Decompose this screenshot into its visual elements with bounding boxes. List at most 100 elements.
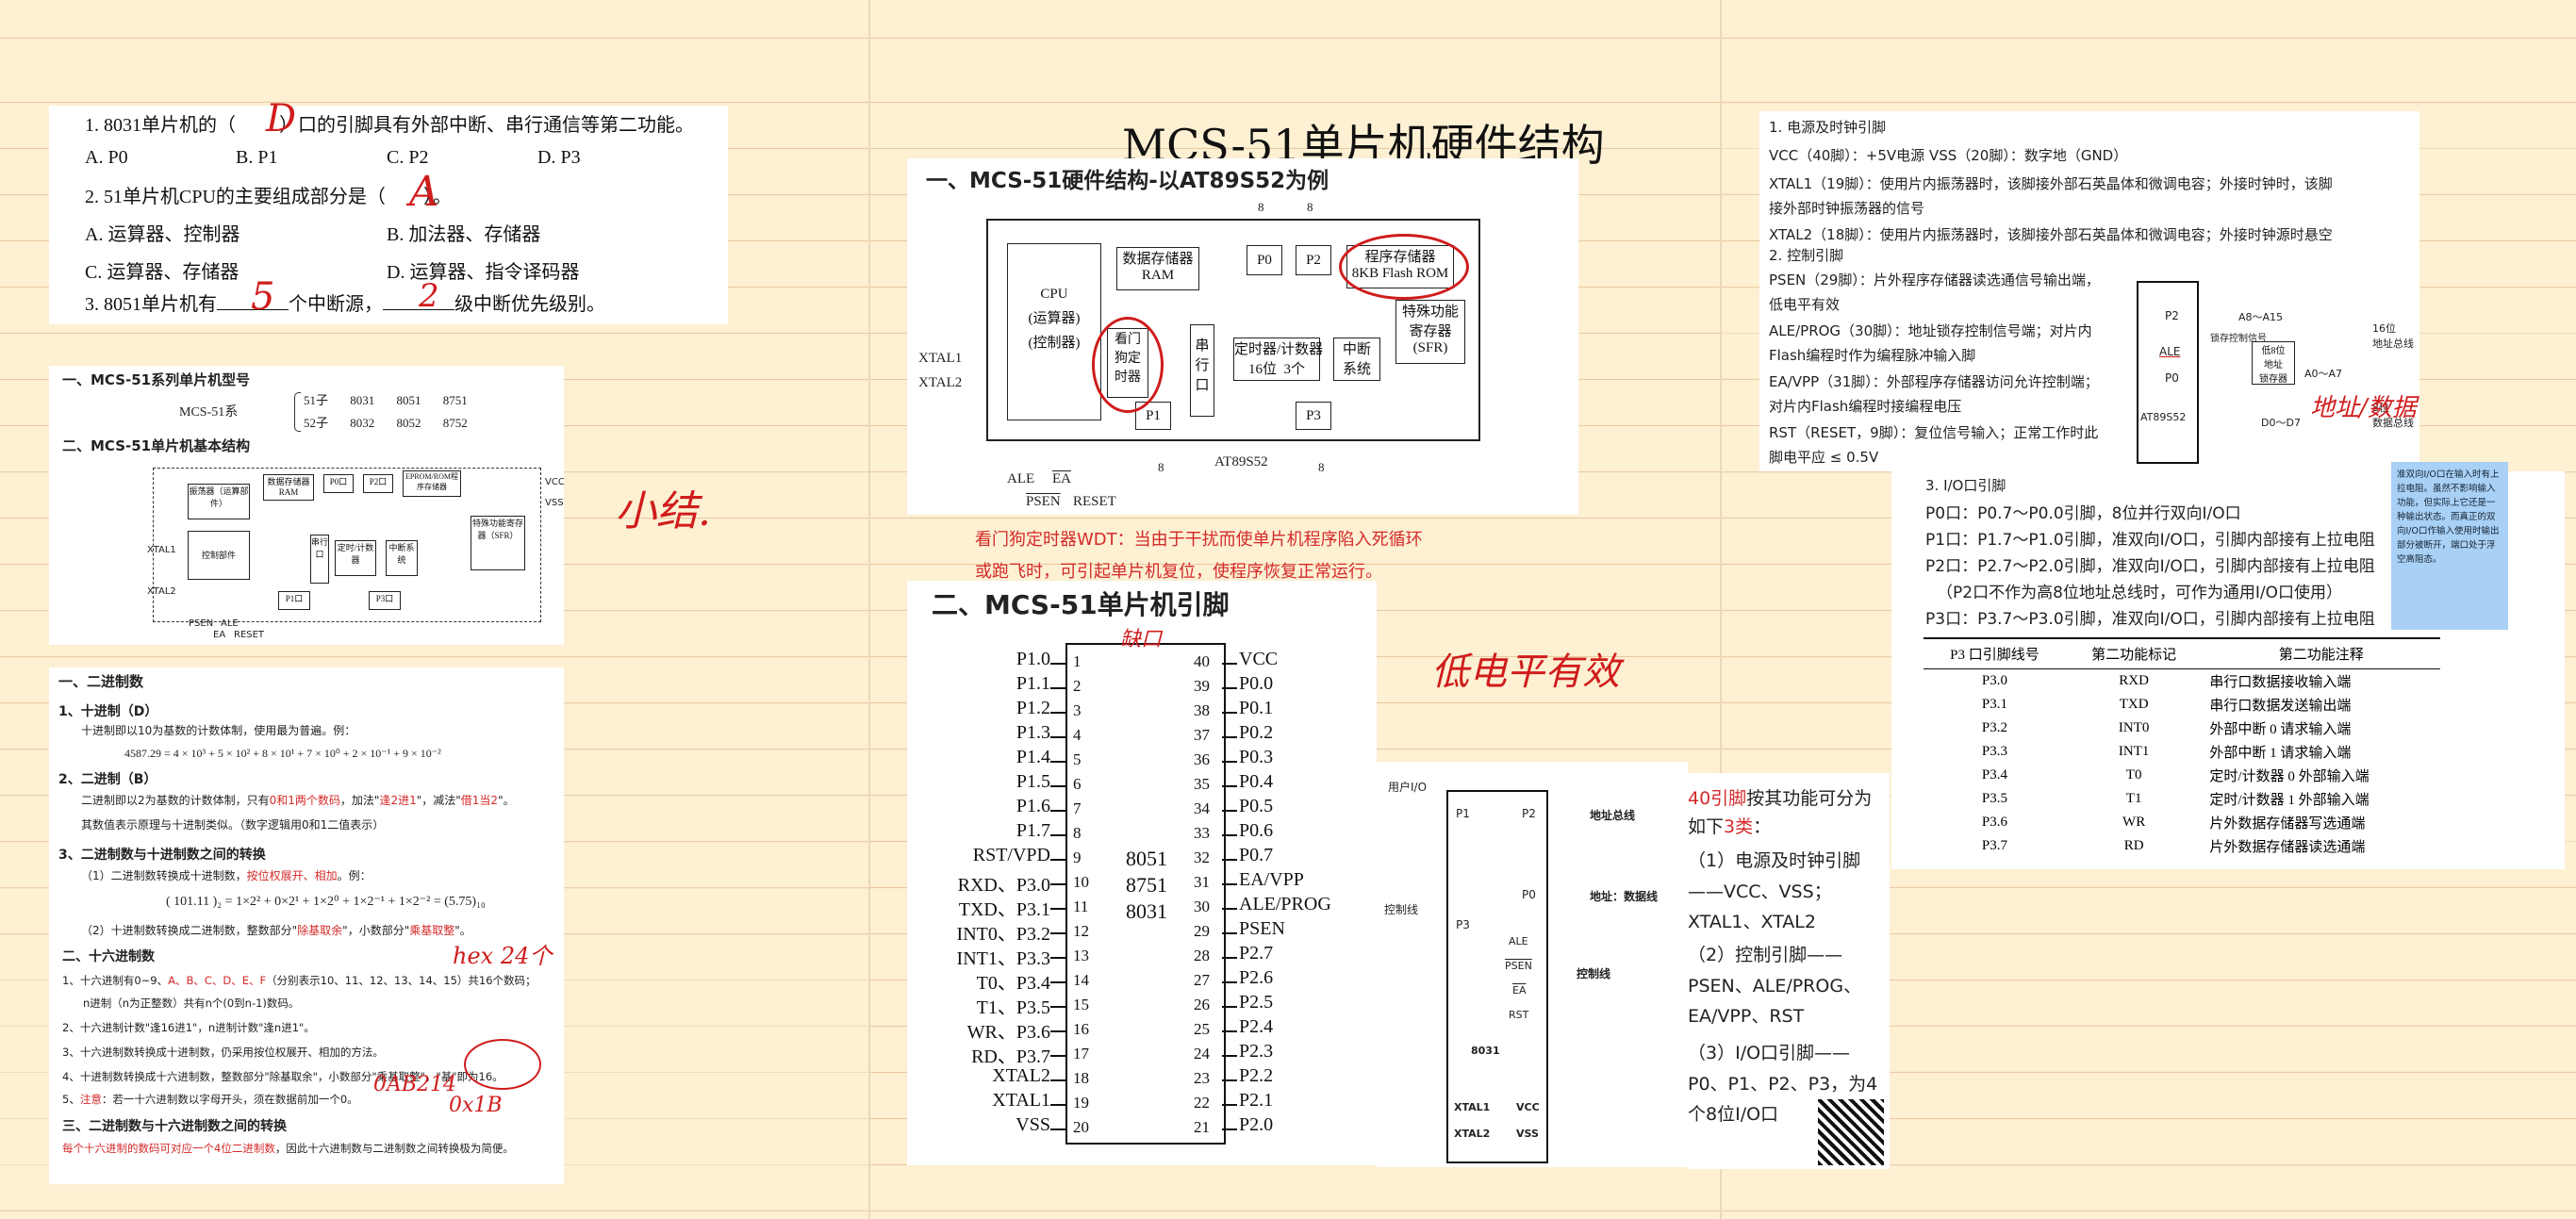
pin-left-lead xyxy=(1050,1055,1065,1057)
q3-text: 3. 8051单片机有 xyxy=(85,294,217,315)
pc-h2: 2. 控制引脚 xyxy=(1769,247,1844,264)
io-p3: P3口：P3.7～P3.0引脚，准双向I/O口，引脚内部接有上拉电阻 xyxy=(1925,610,2375,629)
pc-d-chip: AT89S52 xyxy=(2140,411,2187,423)
pin-left-label: T1、P3.5 xyxy=(976,997,1050,1018)
row2-0: 52子 xyxy=(304,416,329,430)
number-card: 一、二进制数 1、十进制（D） 十进制即以10为基数的计数体制，使用最为普遍。例… xyxy=(49,667,564,1184)
pin-left-label: INT1、P3.3 xyxy=(956,948,1050,969)
pin-right-number: 30 xyxy=(1194,898,1210,915)
q2-text: 2. 51单片机CPU的主要组成部分是（ xyxy=(85,187,386,207)
p3-table-cell: RXD xyxy=(2119,673,2149,688)
pin-right-lead xyxy=(1222,1030,1237,1032)
pin-left-number: 7 xyxy=(1073,799,1082,817)
pin-left-label: WR、P3.6 xyxy=(966,1022,1050,1043)
pin-right-lead xyxy=(1222,957,1237,959)
pc-d-p0: P0 xyxy=(2165,371,2179,385)
pin-right-label: P2.6 xyxy=(1239,967,1274,988)
io-h3: 3. I/O口引脚 xyxy=(1925,477,2006,494)
nc-t5b: ，因此十六进制数与二进制数之间转换极为简便。 xyxy=(274,1142,514,1155)
pin-ale: ALE xyxy=(221,618,239,629)
fd-ea: EA xyxy=(1512,984,1527,997)
tooltip-note: 准双向I/O口在输入时有上拉电阻。虽然不影响输入功能，但实际上它还是一种输出状态… xyxy=(2391,462,2508,630)
structure-diagram: 振荡器（运算部件） 控制部件 数据存储器RAM P0口 P2口 EPROM/RO… xyxy=(153,468,541,622)
pin-right-number: 40 xyxy=(1194,652,1210,670)
nc-t2a: 二进制即以2为基数的计数体制，只有 xyxy=(81,794,270,807)
block-p1: P1口 xyxy=(278,591,310,610)
nc-t2e: "，减法" xyxy=(416,794,461,807)
hw-timer: 定时器/计数器 16位 3个 xyxy=(1233,338,1323,381)
hand-missing: 缺口 xyxy=(1120,628,1163,651)
p3-table-cell: 片外数据存储器读选通端 xyxy=(2209,840,2366,855)
pin-left-label: TXD、P3.1 xyxy=(958,899,1050,920)
hw-n8-p0: 8 xyxy=(1258,200,1264,214)
pin-left-number: 2 xyxy=(1073,677,1082,695)
pg-g2d: PSEN、ALE/PROG、EA/VPP、RST xyxy=(1688,976,1862,1027)
pin-right-number: 32 xyxy=(1194,848,1210,866)
pin-right-label: P2.7 xyxy=(1239,943,1274,964)
hand-answer-2: A xyxy=(409,168,439,216)
fd-p0: P0 xyxy=(1522,888,1536,901)
pin-left-label: T0、P3.4 xyxy=(976,973,1050,994)
tooltip-text: 准双向I/O口在输入时有上拉电阻。虽然不影响输入功能，但实际上它还是一种输出状态… xyxy=(2397,469,2500,565)
nc-l1b: A、B、C、D、E、F xyxy=(168,974,267,987)
hw-outline xyxy=(986,219,1480,441)
pin-right-label: P0.4 xyxy=(1239,771,1274,792)
p3-table-cell: P3.0 xyxy=(1981,673,2007,688)
nc-l5c: ：若一十六进制数以字母开头，须在数据前加一个0。 xyxy=(101,1093,358,1106)
block-ram: 数据存储器RAM xyxy=(263,474,314,501)
block-serial: 串行口 xyxy=(310,535,329,584)
pin-left-number: 18 xyxy=(1073,1069,1089,1087)
summary-h1: 一、MCS-51系列单片机型号 xyxy=(62,371,251,388)
hw-int: 中断 系统 xyxy=(1333,338,1380,381)
hw-xtal2: XTAL2 xyxy=(918,375,963,390)
row1-3: 8751 xyxy=(442,393,468,407)
p3-th-note: 第二功能注释 xyxy=(2202,637,2440,669)
pin-left-label: XTAL2 xyxy=(992,1065,1050,1086)
pin-right-label: P0.0 xyxy=(1239,673,1274,694)
nc-t5: 每个十六进制的数码可对应一个4位二进制数，因此十六进制数与二进制数之间转换极为简… xyxy=(62,1141,514,1156)
pg-g2: （2）控制引脚—— xyxy=(1688,945,1843,965)
pin-right-number: 21 xyxy=(1194,1118,1210,1136)
pg-intro-a: 40引脚 xyxy=(1688,788,1747,809)
pc-ale: ALE/PROG（30脚）：地址锁存控制信号端；对片内Flash编程时作为编程脉… xyxy=(1769,322,2092,364)
pin-right-number: 36 xyxy=(1194,750,1210,768)
series-row2: 52子 8032 8052 8752 xyxy=(304,413,468,431)
nc-h1: 1、十进制（D） xyxy=(58,704,158,719)
block-p0: P0口 xyxy=(323,474,354,493)
pin-right-number: 23 xyxy=(1194,1069,1210,1087)
quiz-card: 1. 8031单片机的（）口的引脚具有外部中断、串行通信等第二功能。 A. P0… xyxy=(49,106,728,324)
pin-right-lead xyxy=(1222,1055,1237,1057)
pin-left-lead xyxy=(1050,1104,1065,1106)
pin-right-number: 28 xyxy=(1194,947,1210,964)
p3-table-cell: P3.1 xyxy=(1981,697,2007,712)
pin-left-lead xyxy=(1050,957,1065,959)
pin-right-number: 35 xyxy=(1194,775,1210,793)
q2-opt-c: C. 运算器、存储器 xyxy=(85,262,239,283)
pc-d-latch2: 低8位 地址 锁存器 xyxy=(2252,341,2295,385)
pin-left-label: P1.7 xyxy=(1016,820,1050,841)
pin-right-label: P0.7 xyxy=(1239,845,1274,865)
pin-left-label: P1.1 xyxy=(1016,673,1050,694)
row1-0: 51子 xyxy=(304,393,329,407)
fd-ale: ALE xyxy=(1509,935,1528,947)
q1-opt-b: B. P1 xyxy=(236,147,278,168)
nc-t3b: 按位权展开、相加 xyxy=(246,869,338,882)
block-p2: P2口 xyxy=(363,474,393,493)
p3-table-cell: RD xyxy=(2123,838,2144,853)
io-p0: P0口：P0.7～P0.0引脚，8位并行双向I/O口 xyxy=(1925,504,2241,523)
fd-p2: P2 xyxy=(1522,807,1536,820)
hand-circle-base xyxy=(464,1039,541,1090)
fd-vcc: VCC xyxy=(1516,1101,1540,1113)
hw-reset: RESET xyxy=(1073,494,1116,509)
fd-chip: 8031 xyxy=(1471,1045,1500,1057)
q3-tail: 级中断优先级别。 xyxy=(454,294,605,315)
pin-left-label: P1.5 xyxy=(1016,771,1050,792)
pg-g3d: P0、P1、P2、P3，为4个8位I/O口 xyxy=(1688,1074,1878,1125)
nc-t2: 二进制即以2为基数的计数体制，只有0和1两个数码，加法"逢2进1"，减法"借1当… xyxy=(81,792,515,808)
pin-right-number: 24 xyxy=(1194,1045,1210,1063)
